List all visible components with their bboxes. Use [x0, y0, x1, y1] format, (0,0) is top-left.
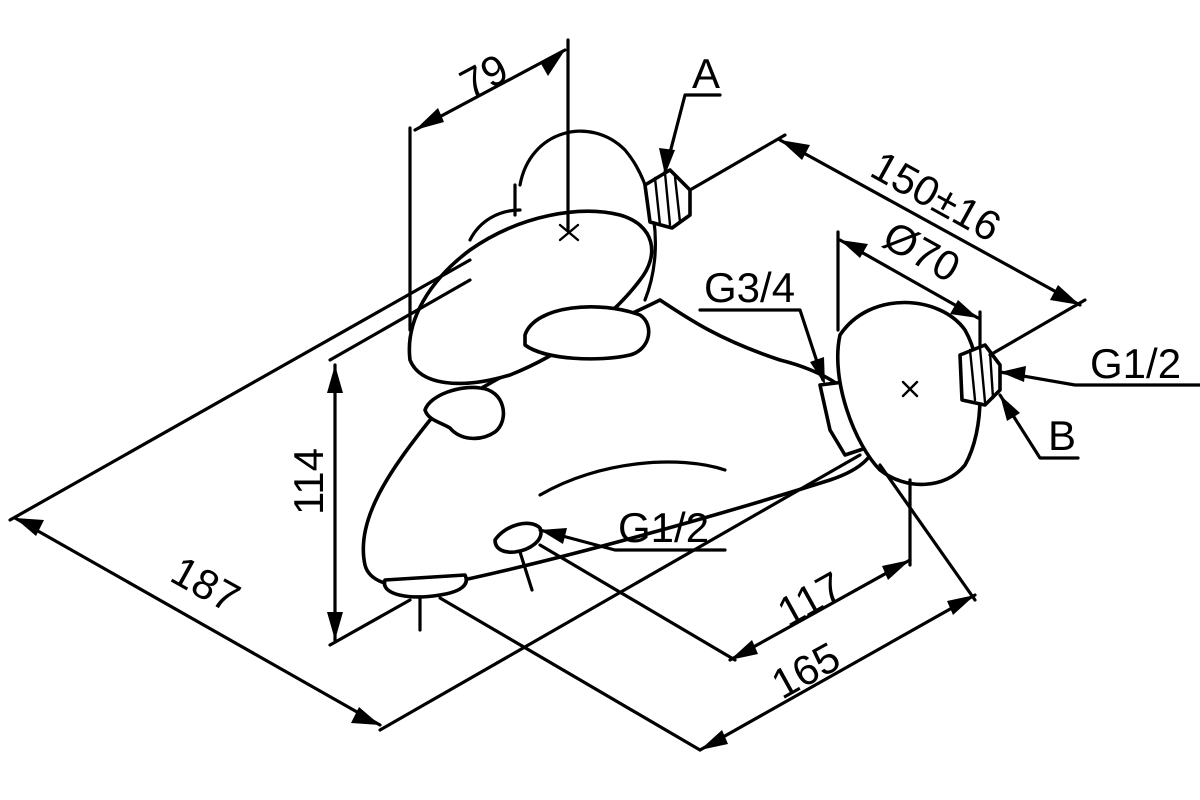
mixer-body — [361, 129, 1002, 632]
thread-g12-right-label: G1/2 — [1090, 340, 1181, 387]
dim-79-label: 79 — [452, 45, 515, 108]
dim-165-label: 165 — [764, 633, 848, 708]
thread-labels: G3/4 G1/2 G1/2 A B — [618, 50, 1181, 551]
thread-g12-outlet-label: G1/2 — [618, 504, 709, 551]
callout-b-label: B — [1048, 412, 1076, 459]
leader-lines — [538, 93, 1200, 552]
callout-a-label: A — [692, 50, 720, 97]
thread-g34-label: G3/4 — [704, 264, 795, 311]
dimension-lines — [8, 38, 1087, 752]
dim-114-label: 114 — [285, 448, 332, 515]
dim-117-label: 117 — [770, 562, 851, 636]
